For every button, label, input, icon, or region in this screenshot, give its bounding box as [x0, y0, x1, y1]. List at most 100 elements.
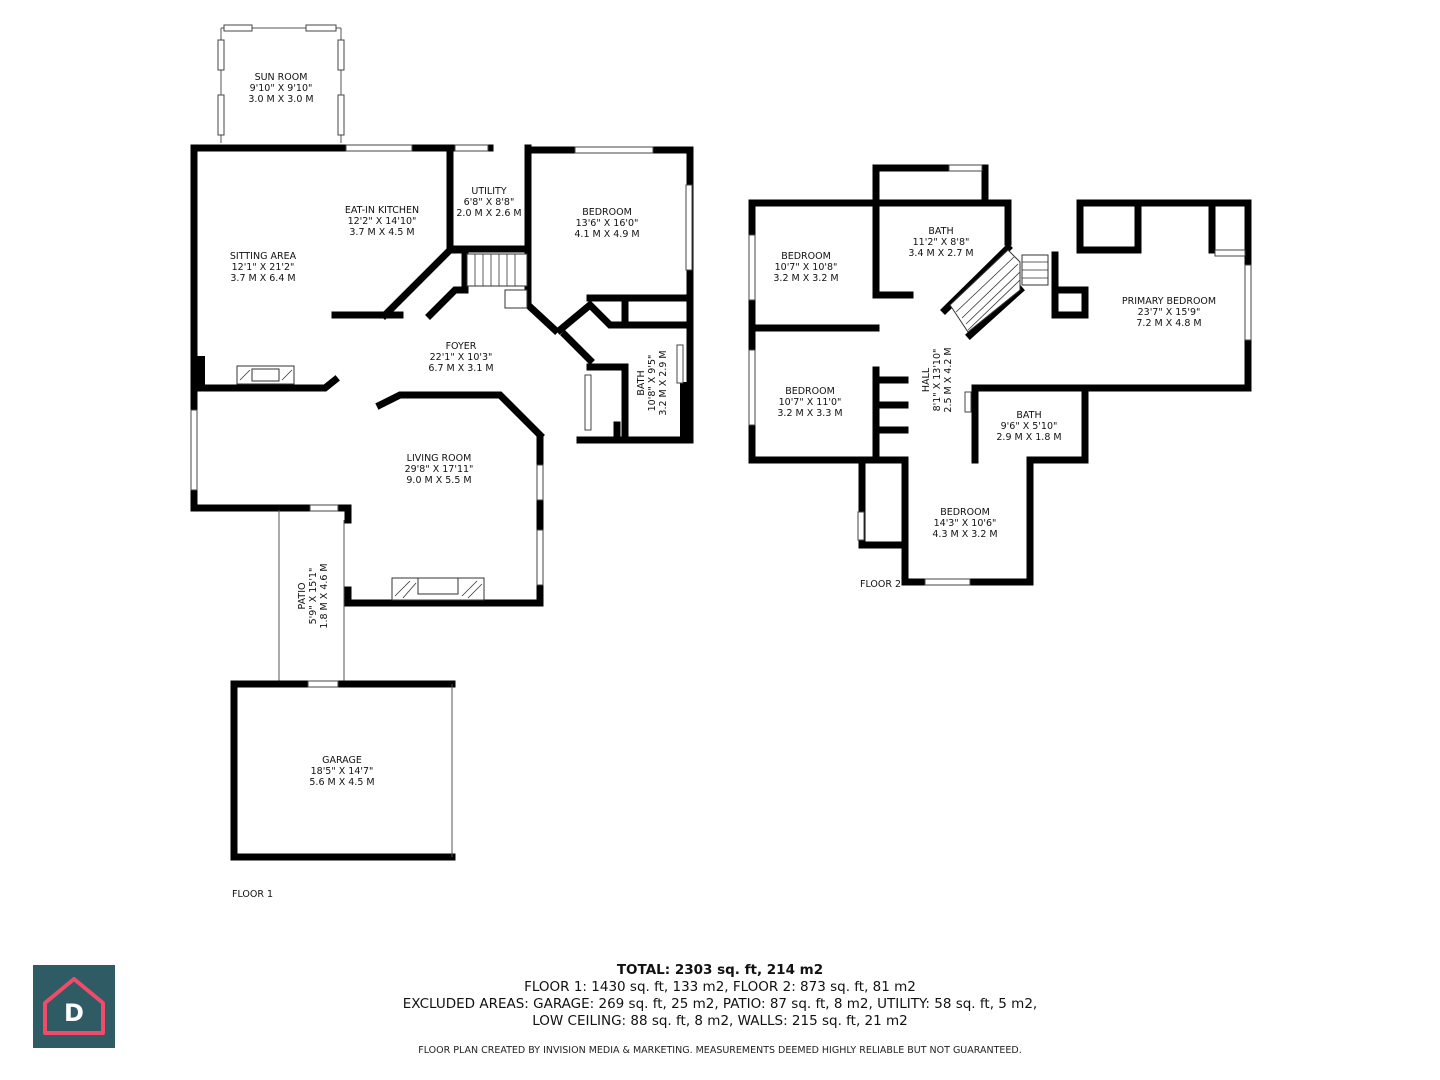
room-bath-f2-b: BATH 9'6" X 5'10" 2.9 M X 1.8 M [996, 410, 1061, 443]
room-name: BATH [636, 370, 647, 395]
room-name: UTILITY [471, 186, 506, 197]
sun-room-windows [217, 24, 345, 136]
company-logo: D [33, 965, 115, 1048]
room-bedroom-f2-a: BEDROOM 10'7" X 10'8" 3.2 M X 3.2 M [773, 251, 838, 284]
room-dims: 9'10" X 9'10" [250, 83, 313, 94]
logo-letter: D [64, 999, 84, 1027]
room-dims: 10'8" X 9'5" [647, 355, 658, 412]
room-dims: 23'7" X 15'9" [1138, 307, 1201, 318]
room-dims: 12'1" X 21'2" [232, 262, 295, 273]
room-metric: 3.2 M X 2.9 M [658, 350, 669, 415]
foyer-angle-wall [560, 330, 595, 365]
room-name: PATIO [297, 583, 308, 610]
room-metric: 2.5 M X 4.2 M [943, 347, 954, 412]
room-living-room: LIVING ROOM 29'8" X 17'11" 9.0 M X 5.5 M [405, 453, 474, 486]
primary-nook [1051, 251, 1089, 319]
living-north-wall [375, 391, 545, 440]
room-name: FOYER [446, 341, 477, 352]
room-metric: 9.0 M X 5.5 M [406, 475, 471, 486]
room-name: SITTING AREA [230, 251, 297, 262]
room-bedroom-f1: BEDROOM 13'6" X 16'0" 4.1 M X 4.9 M [574, 207, 639, 240]
room-dims: 13'6" X 16'0" [576, 218, 639, 229]
stairs-floor-1 [466, 253, 528, 309]
room-metric: 1.8 M X 4.6 M [319, 563, 330, 628]
bedroom-inner-wall [524, 245, 694, 335]
room-dims: 14'3" X 10'6" [934, 518, 997, 529]
fireplace-living [391, 577, 485, 601]
room-bedroom-f2-b: BEDROOM 10'7" X 11'0" 3.2 M X 3.3 M [777, 386, 842, 419]
floor-1-plan: SUN ROOM 9'10" X 9'10" 3.0 M X 3.0 M EAT… [190, 24, 694, 900]
room-sitting-area: SITTING AREA 12'1" X 21'2" 3.7 M X 6.4 M [230, 251, 297, 284]
room-metric: 6.7 M X 3.1 M [428, 363, 493, 374]
closet-walls [586, 294, 694, 329]
bath-tub-block [680, 382, 692, 440]
floor-plan: SUN ROOM 9'10" X 9'10" 3.0 M X 3.0 M EAT… [190, 24, 1252, 900]
floor-1-windows [190, 144, 693, 586]
excluded-areas: EXCLUDED AREAS: GARAGE: 269 sq. ft, 25 m… [402, 996, 1038, 1012]
room-metric: 2.0 M X 2.6 M [456, 208, 521, 219]
room-name: PRIMARY BEDROOM [1122, 296, 1216, 307]
closet-shelves [872, 366, 909, 464]
room-patio: PATIO 5'9" X 15'1" 1.8 M X 4.6 M [297, 563, 330, 628]
room-dims: 6'8" X 8'8" [464, 197, 515, 208]
stair-wall [380, 246, 469, 320]
room-name: BEDROOM [582, 207, 632, 218]
room-eat-in-kitchen: EAT-IN KITCHEN 12'2" X 14'10" 3.7 M X 4.… [345, 205, 419, 238]
area-summary: TOTAL: 2303 sq. ft, 214 m2 FLOOR 1: 1430… [0, 962, 1440, 1030]
room-foyer: FOYER 22'1" X 10'3" 6.7 M X 3.1 M [428, 341, 493, 374]
sitting-south-wall [190, 375, 340, 392]
room-metric: 3.4 M X 2.7 M [908, 248, 973, 259]
room-name: BATH [928, 226, 953, 237]
room-garage: GARAGE 18'5" X 14'7" 5.6 M X 4.5 M [309, 755, 374, 788]
room-dims: 12'2" X 14'10" [348, 216, 417, 227]
floor-2-label: FLOOR 2 [860, 579, 901, 590]
room-name: BEDROOM [940, 507, 990, 518]
bedroom-c-west [858, 456, 909, 549]
patio-edges [278, 510, 345, 682]
room-primary-bedroom: PRIMARY BEDROOM 23'7" X 15'9" 7.2 M X 4.… [1122, 296, 1216, 329]
room-metric: 3.7 M X 6.4 M [230, 273, 295, 284]
room-sun-room: SUN ROOM 9'10" X 9'10" 3.0 M X 3.0 M [248, 72, 313, 105]
house-d-logo-icon: D [43, 977, 105, 1035]
living-west-wall [190, 384, 352, 524]
fireplace-block [195, 356, 205, 388]
room-metric: 2.9 M X 1.8 M [996, 432, 1061, 443]
low-ceiling-areas: LOW CEILING: 88 sq. ft, 8 m2, WALLS: 215… [532, 1013, 908, 1029]
room-name: LIVING ROOM [407, 453, 472, 464]
room-dims: 10'7" X 10'8" [775, 262, 838, 273]
garage-door [307, 680, 339, 688]
stairs-floor-2 [949, 249, 1049, 333]
room-name: BATH [1016, 410, 1041, 421]
room-metric: 4.3 M X 3.2 M [932, 529, 997, 540]
bath-bump-walls [872, 164, 989, 207]
room-metric: 3.7 M X 4.5 M [349, 227, 414, 238]
disclaimer: FLOOR PLAN CREATED BY INVISION MEDIA & M… [418, 1045, 1022, 1056]
room-name: EAT-IN KITCHEN [345, 205, 419, 216]
room-dims: 18'5" X 14'7" [311, 766, 374, 777]
floor-areas: FLOOR 1: 1430 sq. ft, 133 m2, FLOOR 2: 8… [524, 979, 916, 995]
room-bath-f1: BATH 10'8" X 9'5" 3.2 M X 2.9 M [636, 350, 669, 415]
room-metric: 7.2 M X 4.8 M [1136, 318, 1201, 329]
room-metric: 3.2 M X 3.2 M [773, 273, 838, 284]
room-dims: 5'9" X 15'1" [308, 568, 319, 625]
floor-1-label: FLOOR 1 [232, 889, 273, 900]
room-name: GARAGE [322, 755, 362, 766]
room-dims: 8'1" X 13'10" [932, 349, 943, 412]
room-dims: 9'6" X 5'10" [1001, 421, 1058, 432]
room-utility: UTILITY 6'8" X 8'8" 2.0 M X 2.6 M [456, 186, 521, 219]
garage-walls [230, 680, 456, 861]
floor-2-plan: BEDROOM 10'7" X 10'8" 3.2 M X 3.2 M BATH… [748, 164, 1252, 590]
room-bath-f2-a: BATH 11'2" X 8'8" 3.4 M X 2.7 M [908, 226, 973, 259]
room-name: BEDROOM [785, 386, 835, 397]
north-bedroom-walls [748, 199, 1012, 299]
room-dims: 11'2" X 8'8" [913, 237, 970, 248]
room-dims: 29'8" X 17'11" [405, 464, 474, 475]
total-area: TOTAL: 2303 sq. ft, 214 m2 [616, 962, 824, 978]
room-dims: 22'1" X 10'3" [430, 352, 493, 363]
fireplace-sitting [236, 365, 295, 385]
living-south-wall [344, 436, 544, 607]
floor-2-windows [748, 164, 1252, 586]
bath-inner-wall [586, 363, 629, 444]
bath-b-walls [971, 384, 1089, 464]
primary-closets [1081, 199, 1216, 254]
